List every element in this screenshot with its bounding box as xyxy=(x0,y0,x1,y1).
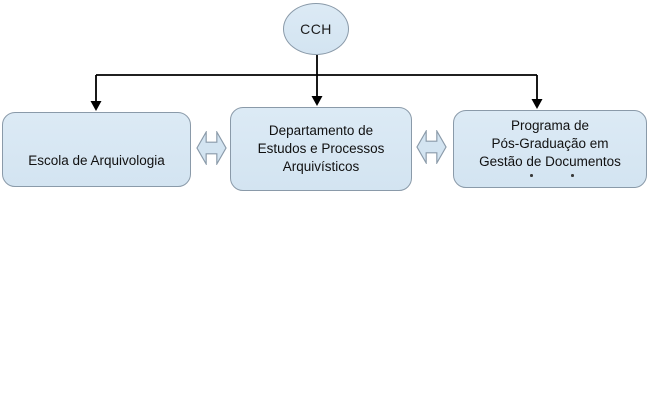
arrowhead-down-middle xyxy=(311,96,323,106)
node-root-label: CCH xyxy=(300,21,332,37)
node-label: Programa de Pós-Graduação em Gestão de D… xyxy=(454,111,646,177)
tree-connector-path xyxy=(95,55,538,102)
node-escola-de-arquivologia: Escola de Arquivologia xyxy=(2,112,191,187)
node-label-line: Arquivísticos xyxy=(282,159,360,174)
node-root: CCH xyxy=(283,3,349,55)
node-label-line: Estudos e Processos xyxy=(257,141,385,156)
double-arrow-icon xyxy=(196,131,227,165)
node-label: Departamento de Estudos e Processos Arqu… xyxy=(231,108,411,176)
node-departamento-estudos-processos: Departamento de Estudos e Processos Arqu… xyxy=(230,107,412,191)
arrowhead-down-right xyxy=(531,99,543,109)
node-label-line: Programa de xyxy=(510,118,590,133)
clipped-text-remnant-dot: · xyxy=(571,174,574,177)
node-label-line: Gestão de Documentos xyxy=(479,154,621,169)
clipped-text-remnant-dot: · xyxy=(530,174,533,177)
node-label: Escola de Arquivologia xyxy=(3,113,190,170)
node-programa-pos-graduacao: Programa de Pós-Graduação em Gestão de D… xyxy=(453,110,647,188)
node-label-line: Pós-Graduação em xyxy=(491,136,609,151)
double-arrow-icon xyxy=(416,130,447,164)
node-label-line: Escola de Arquivologia xyxy=(28,153,165,168)
node-label-line: Departamento de xyxy=(268,123,374,138)
arrowhead-down-left xyxy=(90,101,102,111)
